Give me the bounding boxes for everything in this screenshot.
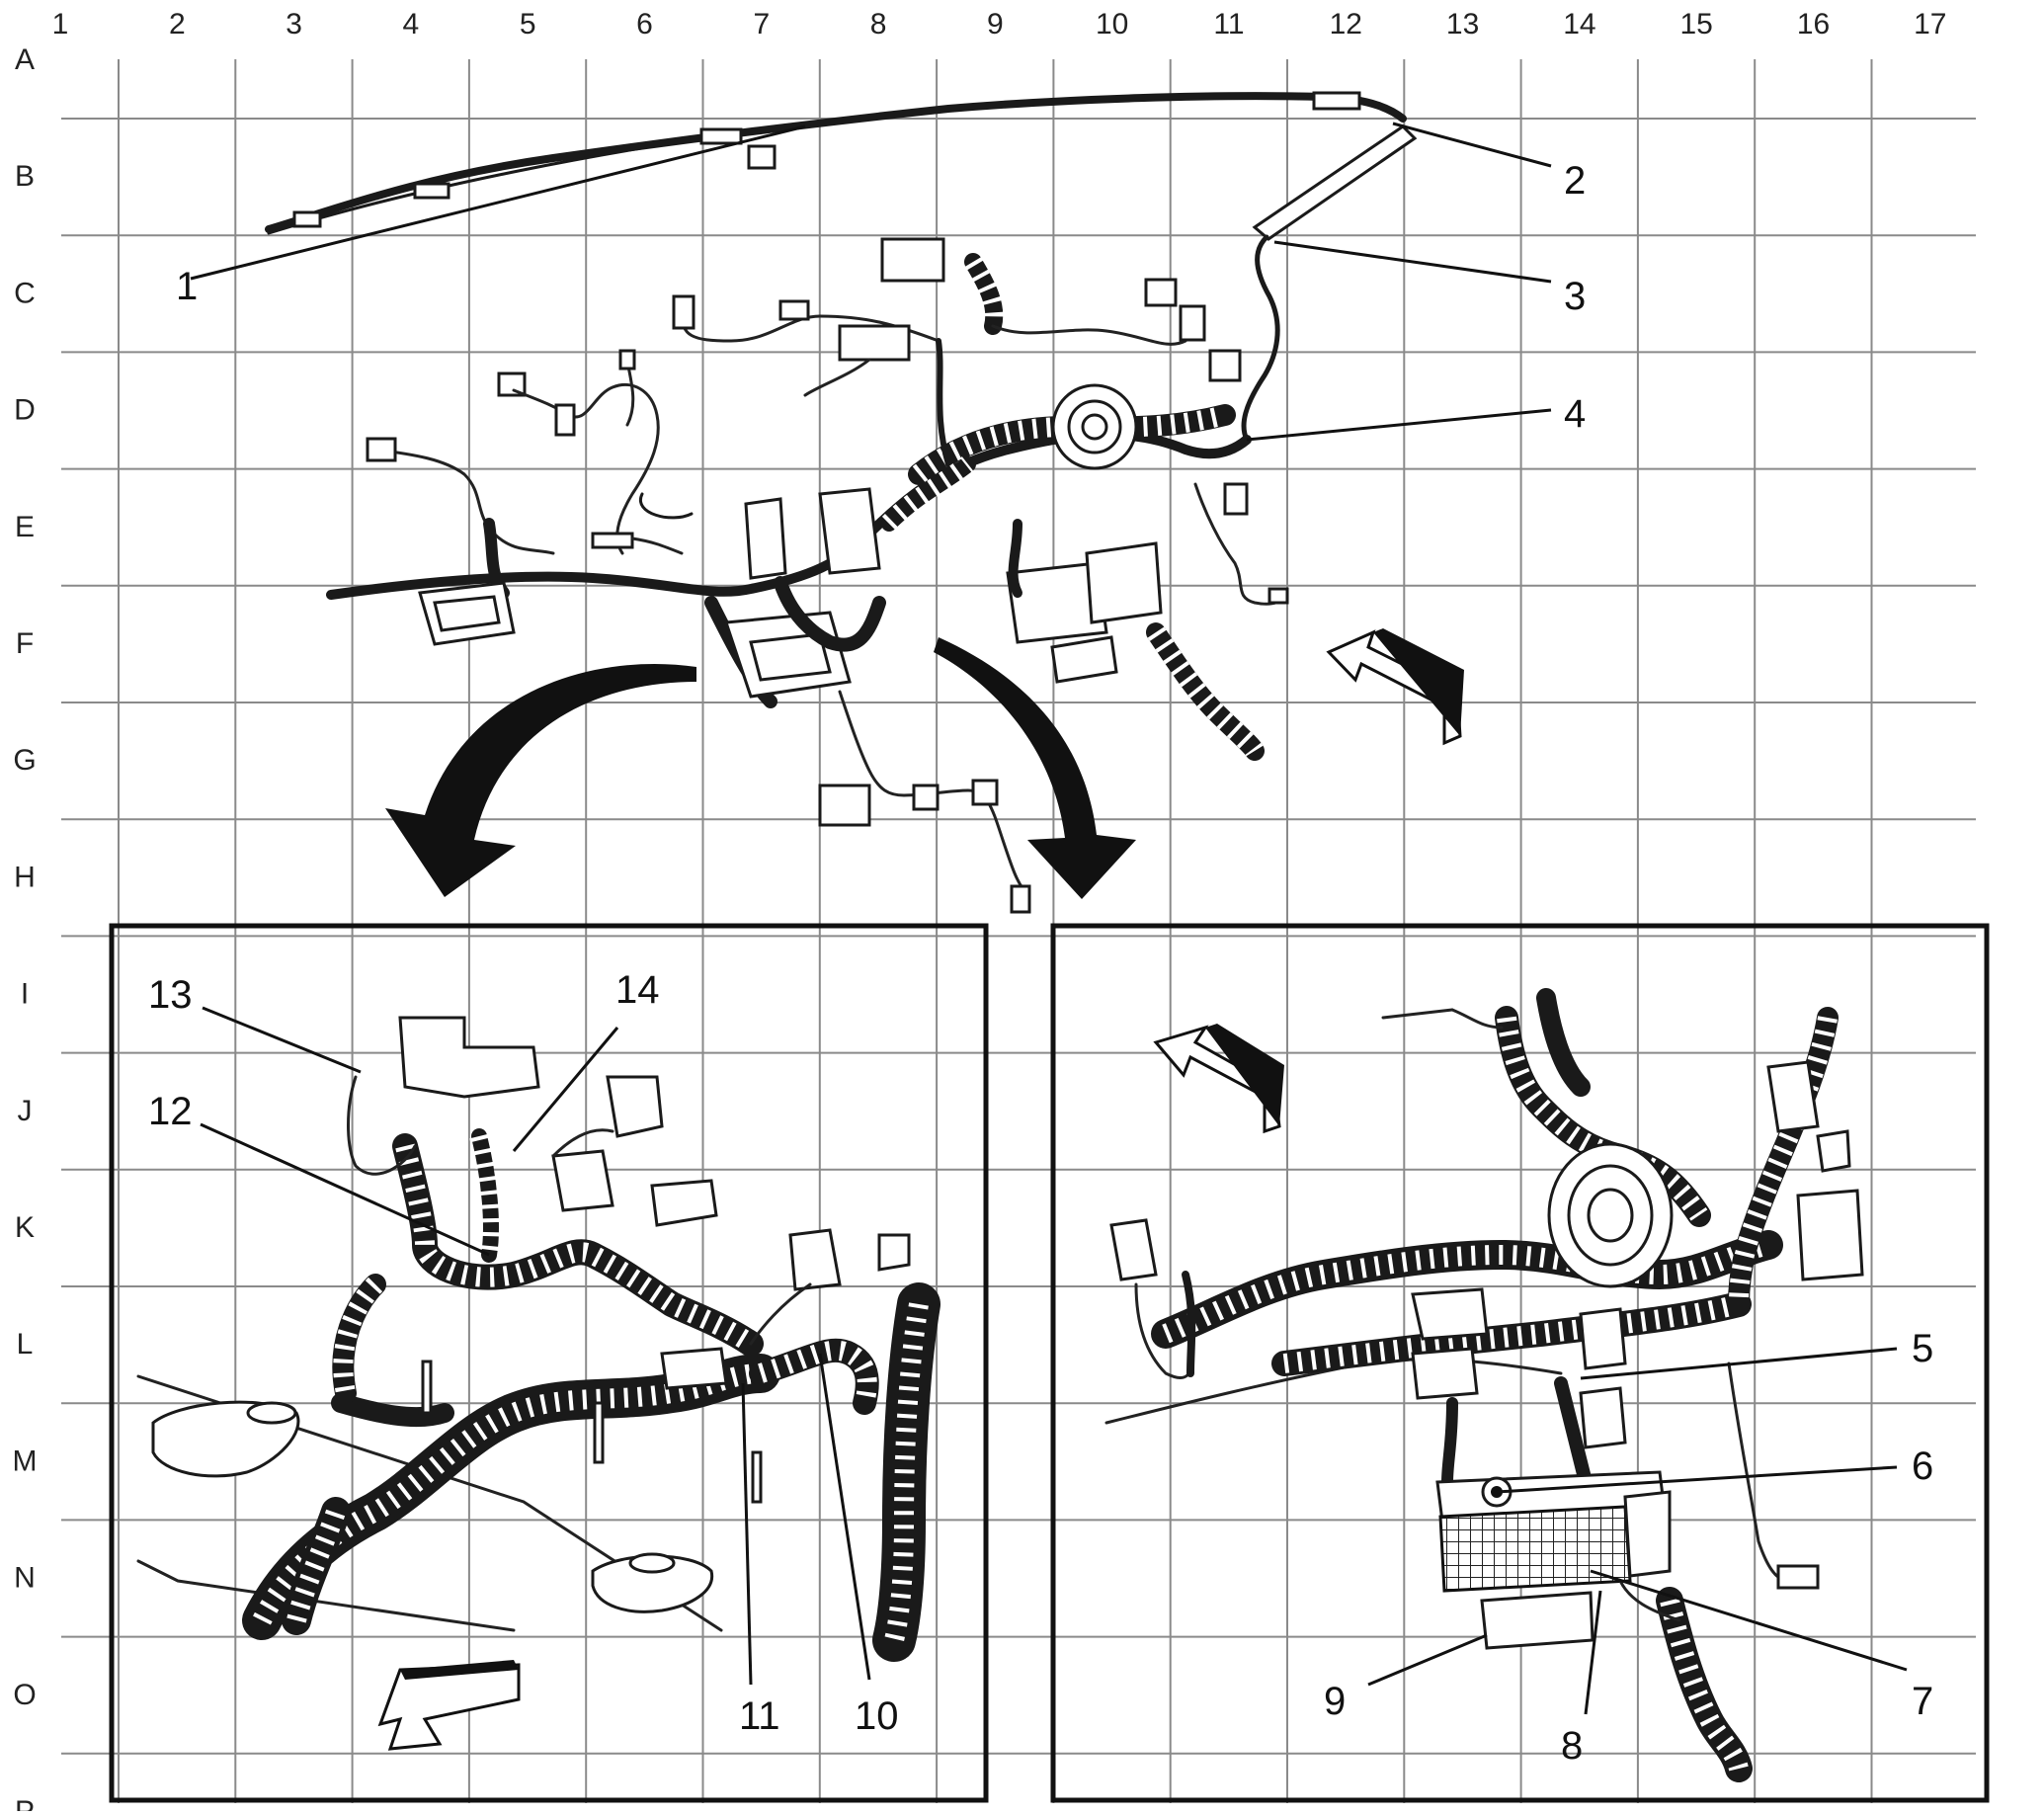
grid-column-label: 11 — [1213, 8, 1244, 41]
grid-column-label: 4 — [403, 8, 420, 41]
connector-k8 — [650, 1179, 718, 1227]
connector-k9 — [788, 1228, 842, 1291]
connector-roof-2 — [413, 182, 450, 200]
grid-column-label: 16 — [1797, 8, 1830, 41]
callout-13: 13 — [148, 973, 193, 1017]
callout-6: 6 — [1912, 1445, 1933, 1488]
callout-14: 14 — [615, 968, 660, 1012]
overview-harness — [265, 91, 1464, 914]
grid-column-label: 5 — [520, 8, 536, 41]
grid-row-label: B — [15, 160, 35, 193]
connector-h9 — [1010, 884, 1031, 914]
grid-row-label: D — [14, 394, 36, 427]
grid-column-label: 14 — [1563, 8, 1595, 41]
grid-row-label: P — [15, 1795, 35, 1811]
view-direction-arrow-left — [377, 1663, 521, 1751]
callout-12: 12 — [148, 1090, 193, 1133]
callout-1: 1 — [176, 265, 198, 308]
connector-c8 — [880, 237, 945, 283]
callout-3: 3 — [1564, 275, 1586, 318]
grid-column-label: 9 — [987, 8, 1004, 41]
grid-row-label: A — [15, 43, 35, 76]
connector-j5 — [398, 1016, 540, 1099]
connector-n16 — [1776, 1564, 1820, 1590]
callout-7: 7 — [1912, 1680, 1933, 1723]
grid-column-label: 7 — [753, 8, 770, 41]
detail-panel-left — [109, 923, 989, 1803]
leader-lines — [190, 122, 1908, 1715]
right-detail-harness — [1104, 988, 1864, 1782]
module-f10-lower — [1050, 635, 1118, 684]
grid-row-label: N — [14, 1562, 36, 1595]
module-e7 — [744, 497, 787, 580]
grid-row-labels: A B C D E F G H I J K L M N O P — [13, 43, 38, 1816]
clip-roof — [747, 144, 777, 170]
callout-11: 11 — [739, 1694, 780, 1738]
connector-roof-4 — [1312, 91, 1361, 111]
grid-column-label: 10 — [1096, 8, 1128, 41]
callout-4: 4 — [1564, 392, 1586, 436]
grid-column-label: 17 — [1914, 8, 1946, 41]
grid-row-label: O — [13, 1679, 36, 1711]
module-f11 — [1085, 541, 1163, 624]
module-e8 — [818, 487, 881, 575]
connector-roof-3 — [699, 127, 743, 145]
connector-d8 — [838, 324, 911, 362]
connector-d4 — [366, 437, 397, 462]
grid-column-label: 6 — [636, 8, 653, 41]
curved-arrow-right — [934, 637, 1136, 899]
connector-k6 — [551, 1149, 614, 1212]
module-m13 — [1411, 1347, 1479, 1400]
grid-row-label: C — [14, 277, 36, 309]
connector-k11 — [1109, 1218, 1158, 1281]
connector-c7 — [672, 294, 695, 330]
grid-column-label: 1 — [52, 8, 69, 41]
grid-row-label: G — [13, 744, 36, 777]
grid-column-label: 3 — [286, 8, 302, 41]
callout-10: 10 — [855, 1694, 899, 1738]
grid-row-label: E — [15, 511, 35, 543]
connector-l14 — [1579, 1307, 1627, 1370]
grid-row-label: H — [14, 861, 36, 893]
module-f10 — [1006, 561, 1108, 644]
pillar-harness-channel — [1252, 124, 1418, 241]
connector-l8 — [660, 1347, 728, 1390]
callout-8: 8 — [1561, 1724, 1583, 1768]
connector-j7 — [606, 1075, 664, 1138]
callout-5: 5 — [1912, 1327, 1933, 1370]
connector-h7 — [818, 784, 871, 827]
grid-row-label: I — [21, 978, 29, 1011]
view-direction-arrow-right — [1153, 1025, 1281, 1134]
grid-column-label: 2 — [169, 8, 186, 41]
module-n14-grille — [1438, 1505, 1632, 1593]
module-l13 — [1411, 1287, 1489, 1341]
connector-m14 — [1579, 1386, 1627, 1449]
curved-arrow-left — [385, 664, 696, 897]
connector-k16 — [1796, 1189, 1864, 1281]
grid-row-label: K — [15, 1211, 35, 1244]
detail-panel-right — [1050, 923, 1990, 1803]
grid-column-label: 15 — [1680, 8, 1713, 41]
grid-column-label: 12 — [1330, 8, 1362, 41]
connector-o14 — [1480, 1591, 1594, 1650]
grid-row-label: J — [18, 1095, 33, 1127]
grid-row-label: M — [13, 1445, 38, 1477]
callout-2: 2 — [1564, 159, 1586, 203]
grid-row-label: F — [16, 627, 34, 660]
grid-column-label: 13 — [1446, 8, 1479, 41]
grid-column-label: 8 — [870, 8, 887, 41]
callout-labels: 1 2 3 4 5 6 7 8 9 10 11 12 13 14 — [148, 159, 1933, 1768]
view-direction-arrow-overview — [1326, 629, 1462, 746]
connector-roof-1 — [292, 210, 322, 228]
left-detail-harness — [136, 1016, 940, 1751]
grid-row-label: L — [17, 1328, 34, 1361]
callout-9: 9 — [1324, 1680, 1346, 1723]
